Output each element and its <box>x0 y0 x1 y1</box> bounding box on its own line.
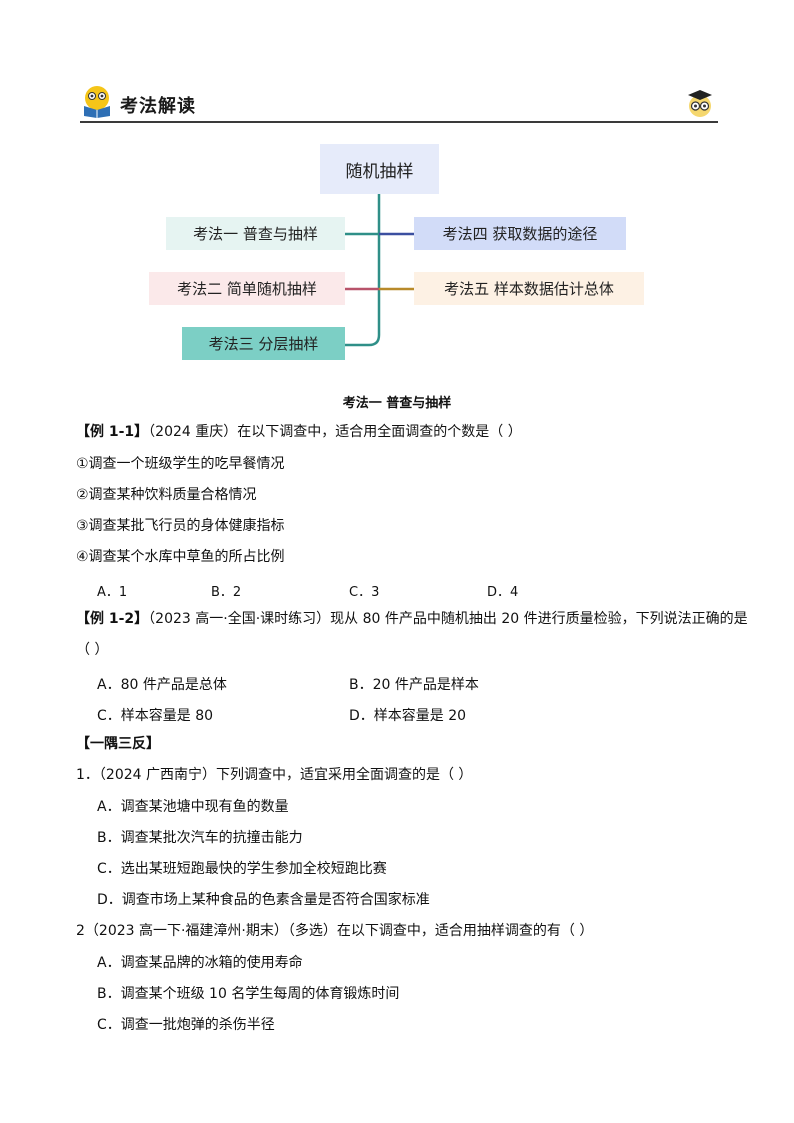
option-c: C．样本容量是 80 <box>97 708 214 724</box>
practice-heading: 【一隅三反】 <box>76 736 160 752</box>
question-text: （2024 重庆）在以下调查中，适合用全面调查的个数是（ ） <box>148 424 522 440</box>
mindmap-node-1: 考法一 普查与抽样 <box>166 217 345 250</box>
mindmap-node-5: 考法五 样本数据估计总体 <box>414 272 644 305</box>
example-tag: 【例 1-1】 <box>76 424 149 440</box>
option-d: D．样本容量是 20 <box>349 708 467 724</box>
statement-2: ②调查某种饮料质量合格情况 <box>76 487 257 503</box>
option-a: A．调查某品牌的冰箱的使用寿命 <box>97 955 303 971</box>
option-c: C．3 <box>349 585 380 600</box>
option-a: A．80 件产品是总体 <box>97 677 227 693</box>
option-a: A．1 <box>97 585 128 600</box>
statement-3: ③调查某批飞行员的身体健康指标 <box>76 518 285 534</box>
option-b: B．调查某批次汽车的抗撞击能力 <box>97 830 303 846</box>
question-2: 2（2023 高一下·福建漳州·期末）（多选）在以下调查中，适合用抽样调查的有（… <box>76 923 594 939</box>
option-c: C．调查一批炮弹的杀伤半径 <box>97 1017 275 1033</box>
option-a: A．调查某池塘中现有鱼的数量 <box>97 799 289 815</box>
mindmap-node-4: 考法四 获取数据的途径 <box>414 217 626 250</box>
option-b: B．调查某个班级 10 名学生每周的体育锻炼时间 <box>97 986 400 1002</box>
connector-root-trunk <box>345 194 381 347</box>
example-tag: 【例 1-2】 <box>76 611 149 627</box>
section-title: 考法一 普查与抽样 <box>342 396 452 411</box>
example-1-1-question: 【例 1-1】（2024 重庆）在以下调查中，适合用全面调查的个数是（ ） <box>76 422 522 442</box>
option-b: B．2 <box>211 585 242 600</box>
header-divider <box>80 121 718 123</box>
option-b: B．20 件产品是样本 <box>349 677 479 693</box>
header-logo <box>80 84 114 118</box>
answer-paren: （ ） <box>76 642 109 658</box>
question-text: （2023 高一·全国·课时练习）现从 80 件产品中随机抽出 20 件进行质量… <box>148 611 748 627</box>
header-title: 考法解读 <box>120 96 196 117</box>
mindmap-node-2: 考法二 简单随机抽样 <box>149 272 345 305</box>
option-d: D．调查市场上某种食品的色素含量是否符合国家标准 <box>97 892 430 908</box>
mindmap-node-3: 考法三 分层抽样 <box>182 327 345 360</box>
option-d: D．4 <box>487 585 519 600</box>
reading-emoji-icon <box>84 86 110 118</box>
mindmap-connectors <box>345 194 414 347</box>
scholar-icon <box>686 88 714 118</box>
example-1-2-question: 【例 1-2】（2023 高一·全国·课时练习）现从 80 件产品中随机抽出 2… <box>76 609 748 629</box>
question-1: 1．（2024 广西南宁）下列调查中，适宜采用全面调查的是（ ） <box>76 767 473 783</box>
statement-1: ①调查一个班级学生的吃早餐情况 <box>76 456 285 472</box>
mindmap-root: 随机抽样 <box>320 144 439 194</box>
option-c: C．选出某班短跑最快的学生参加全校短跑比赛 <box>97 861 387 877</box>
statement-4: ④调查某个水库中草鱼的所占比例 <box>76 549 285 565</box>
